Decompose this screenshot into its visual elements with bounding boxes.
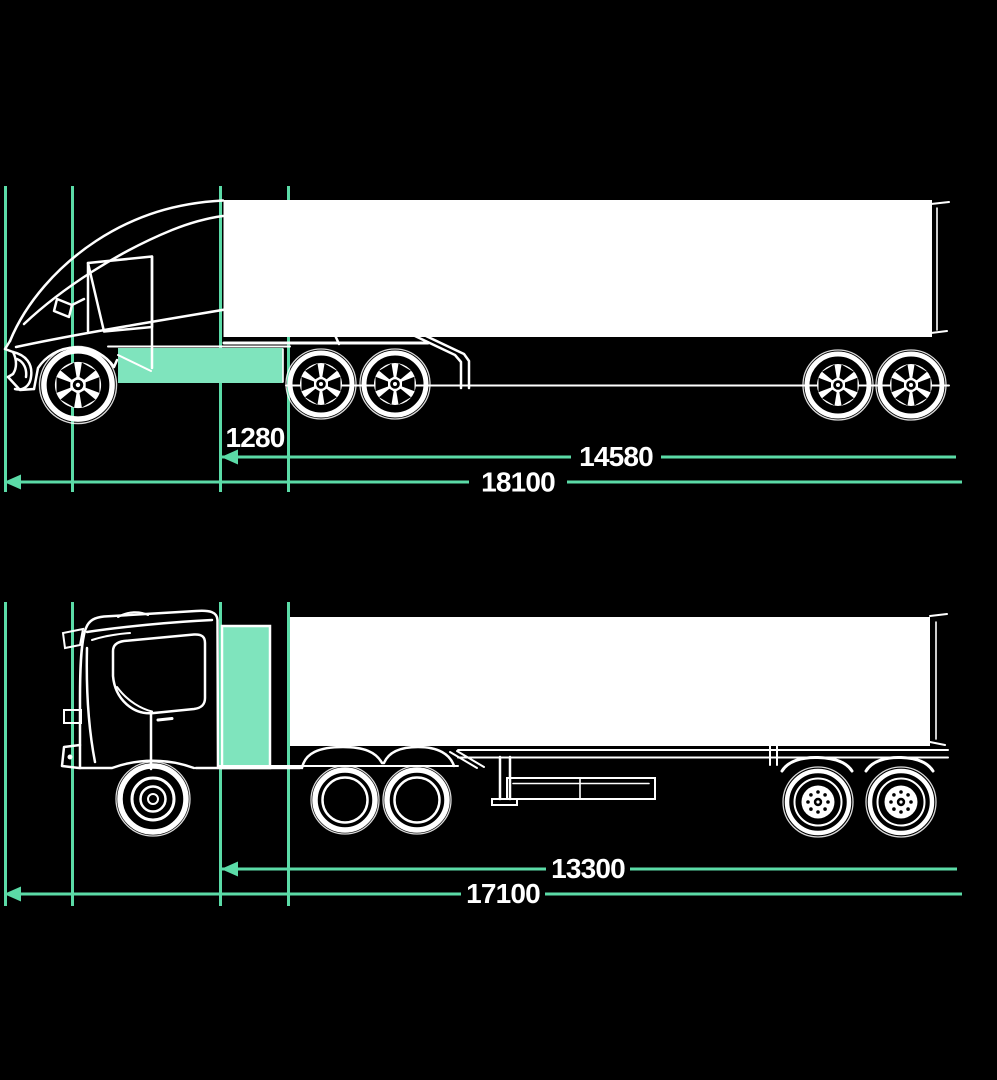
cab-sill-and-arch: [78, 759, 302, 770]
bottom-drive-wheel-1: [311, 766, 379, 834]
bottom-trailer-frame-hash: [769, 743, 778, 766]
top-inner-dimension: 14580: [221, 441, 956, 472]
top-overall-dim-label: 18100: [481, 467, 555, 498]
tractor-mudguard: [413, 334, 471, 390]
cab-bumper-corner: [60, 743, 82, 770]
cab-fog-lamp: [67, 754, 73, 760]
cab-roof-details: [91, 611, 149, 641]
bottom-gap-highlight: [220, 624, 272, 770]
pallet-box: [506, 777, 656, 800]
cab-door-lines: [86, 255, 154, 370]
top-overall-dimension: 18100: [4, 467, 962, 498]
bottom-trailer: [290, 613, 949, 806]
bottom-inner-dimension: 13300: [221, 853, 957, 884]
bottom-diagram: 13300 17100: [4, 602, 962, 909]
cab-roof-inner-line: [85, 618, 214, 634]
bottom-side-box: [506, 777, 656, 800]
top-inner-dim-arrow-icon: [221, 449, 238, 465]
bottom-front-wheel: [116, 762, 190, 836]
top-front-wheel: [40, 347, 117, 424]
bottom-inner-dim-label: 13300: [551, 853, 625, 884]
cab-front-skirt: [6, 350, 36, 392]
top-overall-dim-arrow-icon: [4, 474, 21, 490]
bottom-overall-dim-label: 17100: [466, 878, 540, 909]
bottom-trailer-box: [290, 617, 930, 746]
cab-window-inner-line: [116, 686, 153, 713]
cab-mirror: [61, 627, 85, 650]
bottom-drive-wheel-2: [383, 766, 451, 834]
top-diagram: 1280 14580 18100: [3, 186, 962, 498]
top-drive-wheel-2: [360, 349, 430, 419]
pallet-box-inner-lines: [512, 777, 650, 800]
bottom-dimensions: 13300 17100: [4, 853, 962, 909]
bottom-trailer-wheel-1: [783, 767, 853, 837]
cab-door-window: [111, 633, 207, 715]
bottom-trailer-frame-rails: [457, 749, 949, 759]
top-drive-wheel-1: [286, 349, 356, 419]
bottom-trailer-fenders: [780, 755, 935, 773]
cab-door-handle: [156, 717, 174, 722]
top-inner-dim-label: 14580: [579, 441, 653, 472]
bottom-overall-dim-arrow-icon: [4, 886, 21, 902]
top-trailer-sketch-tails: [930, 201, 950, 334]
cab-chassis-overlay-lines: [107, 345, 291, 372]
cab-windshield-line: [85, 646, 97, 764]
bottom-landing-gear: [491, 755, 518, 806]
bottom-reference-lines: [4, 602, 290, 906]
top-trailer-box: [223, 200, 932, 337]
cab-windshield-curve: [22, 214, 225, 326]
top-cab-extension-dim-label: 1280: [225, 422, 284, 453]
top-dimensions: 1280 14580 18100: [4, 422, 962, 498]
cab-outline: [78, 609, 220, 770]
bottom-inner-dim-arrow-icon: [221, 861, 238, 877]
cab-mirror: [52, 297, 86, 319]
bottom-trailer-sketch-tails: [929, 613, 948, 746]
cab-step-box: [63, 709, 82, 724]
top-battery-highlight: [118, 348, 283, 383]
cab-beltline: [14, 295, 341, 349]
drive-wheel-fenders: [300, 745, 456, 770]
cab-roofline: [8, 199, 225, 343]
landing-gear-foot: [491, 798, 518, 806]
bottom-overall-dimension: 17100: [4, 878, 962, 909]
bottom-trailer-wheel-2: [866, 767, 936, 837]
top-trailer: [223, 200, 950, 337]
